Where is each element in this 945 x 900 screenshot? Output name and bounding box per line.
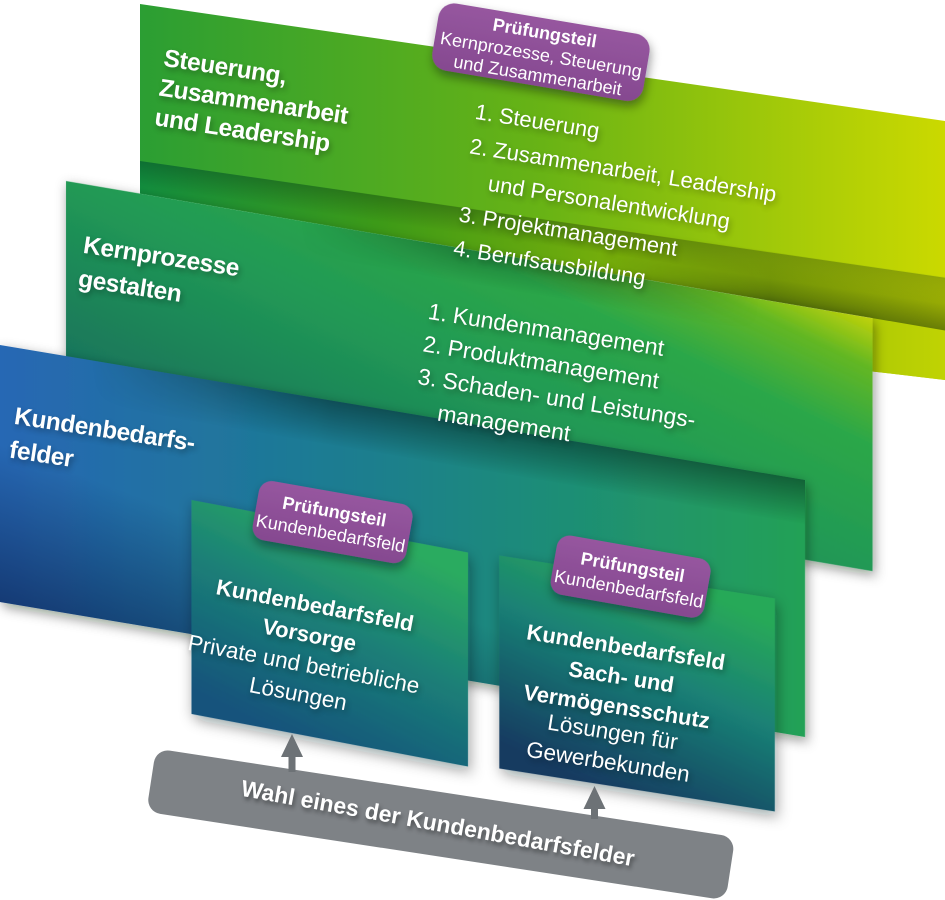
card1-shape <box>191 499 468 767</box>
badge2-shape <box>252 481 413 564</box>
choice-bar-shape <box>148 750 734 899</box>
card2-shape <box>499 555 775 812</box>
card2-frame: Prüfungsteil Kundenbedarfsfeld Kundenbed… <box>467 548 775 808</box>
badge1-shape <box>432 3 650 101</box>
badge3-shape <box>550 535 711 618</box>
arrow-right <box>583 786 606 819</box>
arrow-left <box>281 734 303 772</box>
